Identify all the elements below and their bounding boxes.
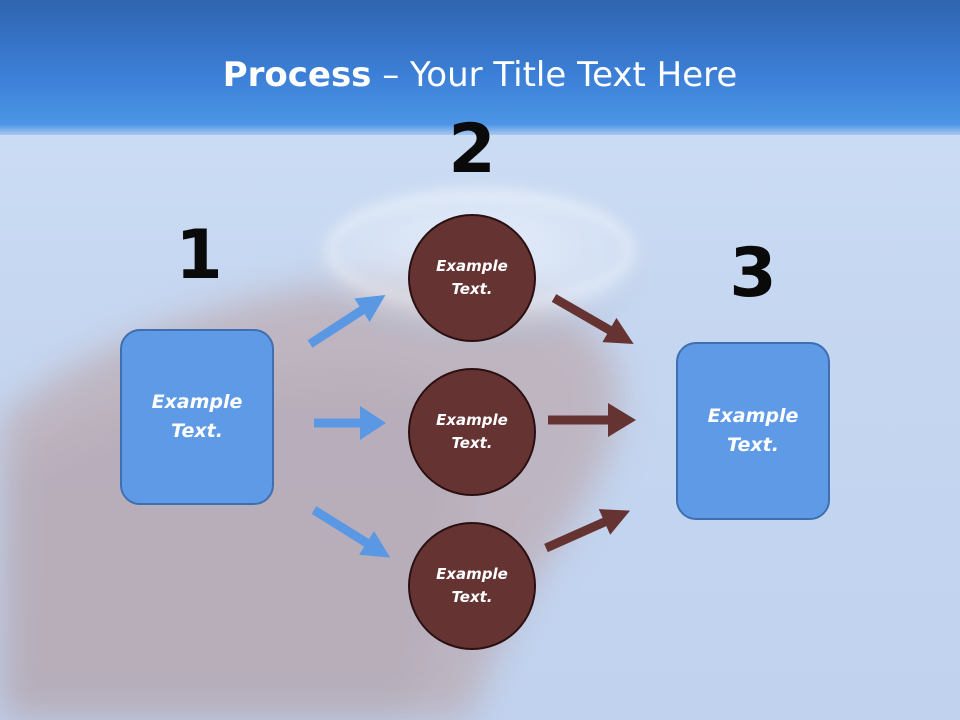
circle-top-label: Example Text. <box>436 257 508 298</box>
step-number-1: 1 <box>175 216 223 295</box>
circle-middle[interactable]: Example Text. <box>408 368 536 496</box>
circle-bottom-label: Example Text. <box>436 565 508 606</box>
right-box[interactable]: Example Text. <box>676 342 830 520</box>
slide-title: Process – Your Title Text Here <box>0 52 960 98</box>
title-strong: Process <box>222 55 372 95</box>
title-bar <box>0 0 960 135</box>
left-box[interactable]: Example Text. <box>120 329 274 505</box>
title-rest: – Your Title Text Here <box>371 55 738 95</box>
step-number-2: 2 <box>448 110 496 189</box>
right-box-label: Example Text. <box>707 405 799 456</box>
step-number-3: 3 <box>729 234 777 313</box>
circle-top[interactable]: Example Text. <box>408 214 536 342</box>
circle-bottom[interactable]: Example Text. <box>408 522 536 650</box>
circle-middle-label: Example Text. <box>436 411 508 452</box>
left-box-label: Example Text. <box>151 391 243 442</box>
